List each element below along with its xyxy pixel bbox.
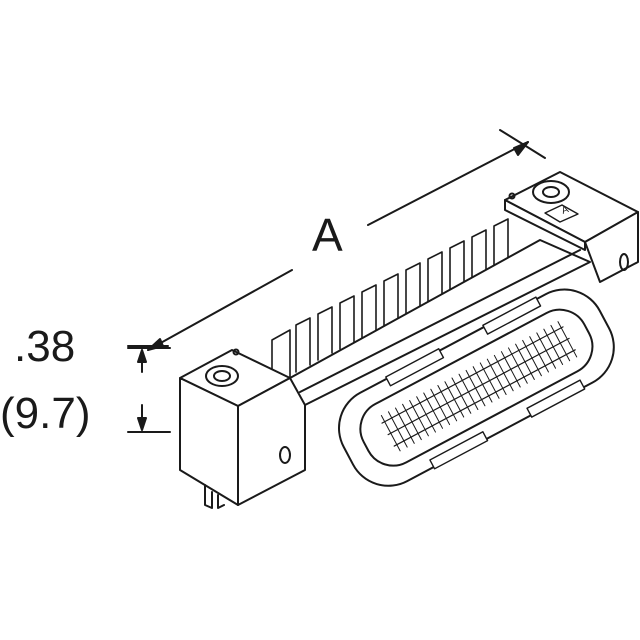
contact-tick bbox=[543, 328, 564, 365]
contact-tick bbox=[430, 388, 451, 426]
contact-tick bbox=[380, 415, 401, 452]
contact-tick bbox=[536, 332, 557, 369]
contact-tick bbox=[472, 366, 493, 403]
contact-tick bbox=[500, 351, 521, 388]
contact-tick bbox=[508, 347, 528, 384]
contact-tick bbox=[557, 321, 578, 358]
contact-tick bbox=[451, 377, 472, 414]
plug-shroud bbox=[338, 288, 615, 487]
height-mm-label: (9.7) bbox=[0, 389, 91, 438]
dimension-height-line bbox=[127, 347, 171, 433]
height-inches-label: .38 bbox=[14, 322, 76, 371]
contact-tick bbox=[416, 396, 436, 433]
connector-body bbox=[289, 239, 591, 406]
contact-tick bbox=[444, 381, 465, 418]
contact-tick bbox=[493, 354, 514, 392]
contact-tick bbox=[479, 362, 500, 399]
contact-tick bbox=[437, 384, 458, 422]
contact-tick bbox=[515, 343, 535, 380]
contact-tick bbox=[402, 403, 422, 441]
contact-tick bbox=[465, 369, 486, 407]
contact-tick bbox=[423, 392, 444, 429]
contact-tick bbox=[395, 407, 415, 444]
dimension-a-line bbox=[127, 129, 546, 351]
contact-tick bbox=[522, 339, 542, 377]
pin-row bbox=[271, 218, 509, 386]
contact-tick bbox=[550, 324, 571, 362]
contact-tick bbox=[486, 358, 507, 396]
contact-tick bbox=[458, 373, 479, 411]
contact-tick bbox=[529, 336, 549, 373]
dimension-a-label: A bbox=[312, 209, 343, 261]
contact-tick bbox=[387, 411, 408, 448]
right-mounting-block bbox=[504, 171, 639, 283]
left-mounting-block bbox=[179, 348, 306, 509]
contact-tick bbox=[409, 400, 429, 437]
